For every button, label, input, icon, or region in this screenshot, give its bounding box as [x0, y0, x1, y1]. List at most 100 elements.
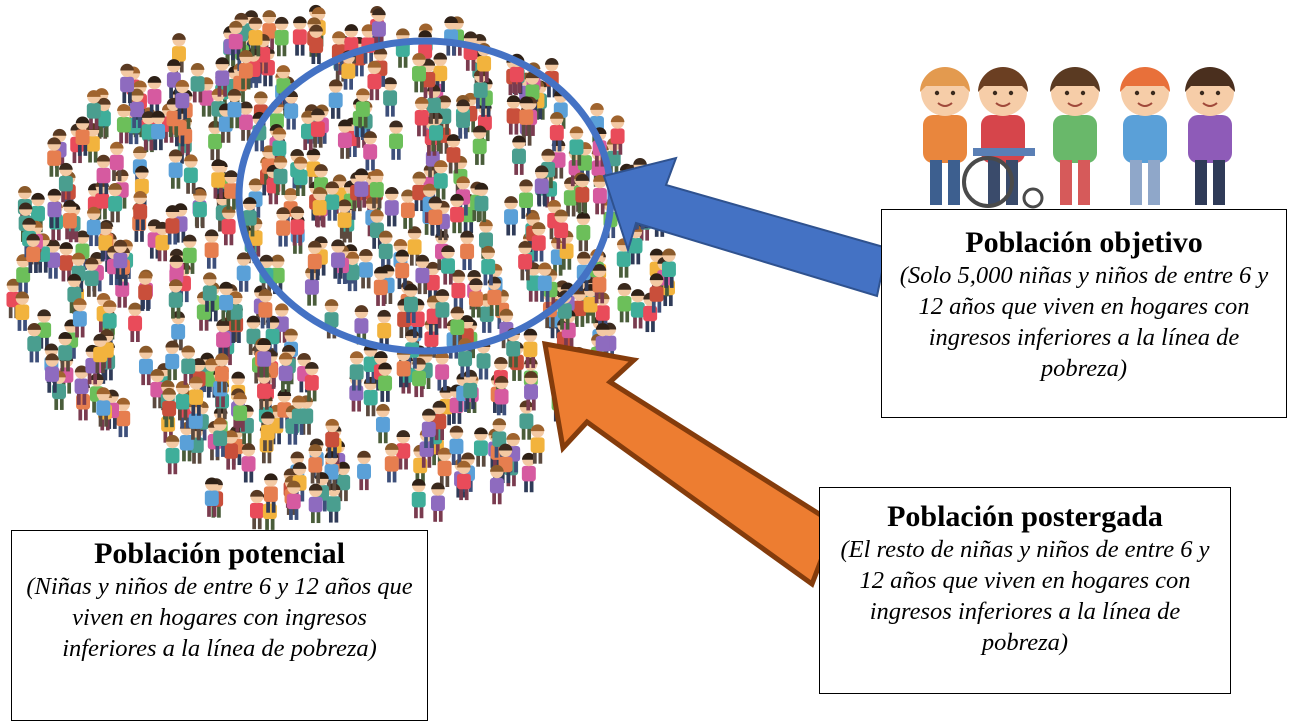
- child-figure: [504, 196, 519, 236]
- child-figure: [472, 125, 487, 165]
- child-figure: [569, 126, 584, 166]
- child-figure: [96, 387, 111, 427]
- child-figure: [325, 418, 340, 459]
- child-figure: [263, 473, 278, 513]
- child-figure: [349, 351, 364, 391]
- child-figure: [84, 257, 99, 297]
- child-figure: [116, 104, 131, 144]
- child-figure: [128, 302, 143, 343]
- child-figure: [378, 230, 393, 270]
- child-figure: [276, 207, 291, 247]
- child-figure: [15, 291, 30, 331]
- child-figure: [165, 340, 180, 381]
- child-figure: [86, 206, 101, 247]
- child-figure: [523, 328, 538, 368]
- child-figure: [395, 249, 410, 290]
- child-figure: [489, 464, 504, 505]
- child-figure: [204, 229, 219, 269]
- child-figure: [617, 282, 632, 323]
- child-figure: [150, 368, 165, 409]
- child-figure: [96, 154, 111, 195]
- child-character: [1185, 67, 1235, 205]
- child-figure: [337, 119, 352, 159]
- child-figure: [233, 392, 248, 432]
- child-figure: [435, 351, 450, 391]
- child-figure: [354, 168, 369, 208]
- child-figure: [441, 245, 455, 285]
- child-figure: [215, 57, 230, 97]
- child-figure: [437, 447, 452, 488]
- child-figure: [531, 222, 546, 262]
- child-figure: [133, 190, 148, 231]
- child-figure: [116, 397, 131, 438]
- child-figure: [444, 16, 459, 56]
- child-figure: [519, 96, 534, 136]
- child-figure: [224, 170, 239, 210]
- child-figure: [138, 271, 153, 311]
- child-figure: [202, 272, 217, 312]
- child-figure: [45, 353, 60, 393]
- child-figure: [165, 205, 180, 245]
- child-figure: [460, 230, 475, 271]
- child-figure: [189, 376, 204, 416]
- child-figure: [27, 323, 42, 363]
- potential-description: (Niñas y niños de entre 6 y 12 años que …: [26, 573, 413, 662]
- child-figure: [649, 273, 664, 313]
- child-figure: [354, 305, 369, 345]
- five-children-illustration: [920, 67, 1235, 209]
- child-figure: [511, 135, 526, 175]
- child-figure: [481, 245, 496, 286]
- child-figure: [446, 134, 461, 174]
- child-figure: [47, 188, 62, 229]
- child-figure: [291, 395, 306, 435]
- child-figure: [75, 116, 90, 156]
- child-figure: [214, 353, 229, 393]
- child-figure: [414, 96, 429, 137]
- child-figure: [228, 20, 243, 61]
- child-figure: [412, 52, 426, 93]
- child-figure: [165, 434, 180, 475]
- child-figure: [549, 111, 564, 152]
- crowd-of-children-illustration: [6, 4, 676, 530]
- child-character: [1050, 67, 1100, 205]
- child-figure: [610, 115, 625, 155]
- objective-arrow: [602, 156, 889, 298]
- child-figure: [369, 209, 384, 249]
- child-figure: [257, 338, 272, 378]
- child-figure: [456, 99, 471, 139]
- child-figure: [260, 411, 275, 452]
- child-figure: [450, 193, 465, 234]
- child-figure: [407, 226, 422, 266]
- child-figure: [530, 424, 545, 464]
- child-figure: [190, 63, 205, 103]
- deferred-description: (El resto de niñas y niños de entre 6 y …: [840, 536, 1210, 656]
- child-figure: [175, 381, 190, 421]
- child-figure: [375, 403, 390, 444]
- child-figure: [468, 278, 483, 318]
- child-figure: [395, 28, 410, 68]
- child-figure: [449, 425, 464, 466]
- child-figure: [86, 90, 101, 130]
- child-figure: [474, 182, 489, 223]
- child-figure: [519, 179, 533, 219]
- child-figure: [506, 95, 521, 135]
- child-figure: [363, 131, 378, 171]
- child-figure: [120, 63, 135, 104]
- child-figure: [521, 452, 536, 493]
- objective-description: (Solo 5,000 niñas y niños de entre 6 y 1…: [899, 262, 1269, 382]
- child-figure: [373, 266, 388, 306]
- child-figure: [62, 199, 77, 240]
- child-figure: [428, 196, 443, 236]
- child-figure: [396, 430, 411, 470]
- child-figure: [208, 120, 223, 161]
- objective-title: Población objetivo: [965, 226, 1203, 259]
- child-figure: [308, 444, 323, 484]
- child-figure: [358, 249, 373, 289]
- child-figure: [661, 248, 676, 288]
- child-figure: [412, 171, 427, 212]
- child-figure: [383, 77, 398, 117]
- child-figure: [204, 477, 219, 517]
- child-figure: [534, 165, 549, 205]
- child-figure: [241, 443, 256, 483]
